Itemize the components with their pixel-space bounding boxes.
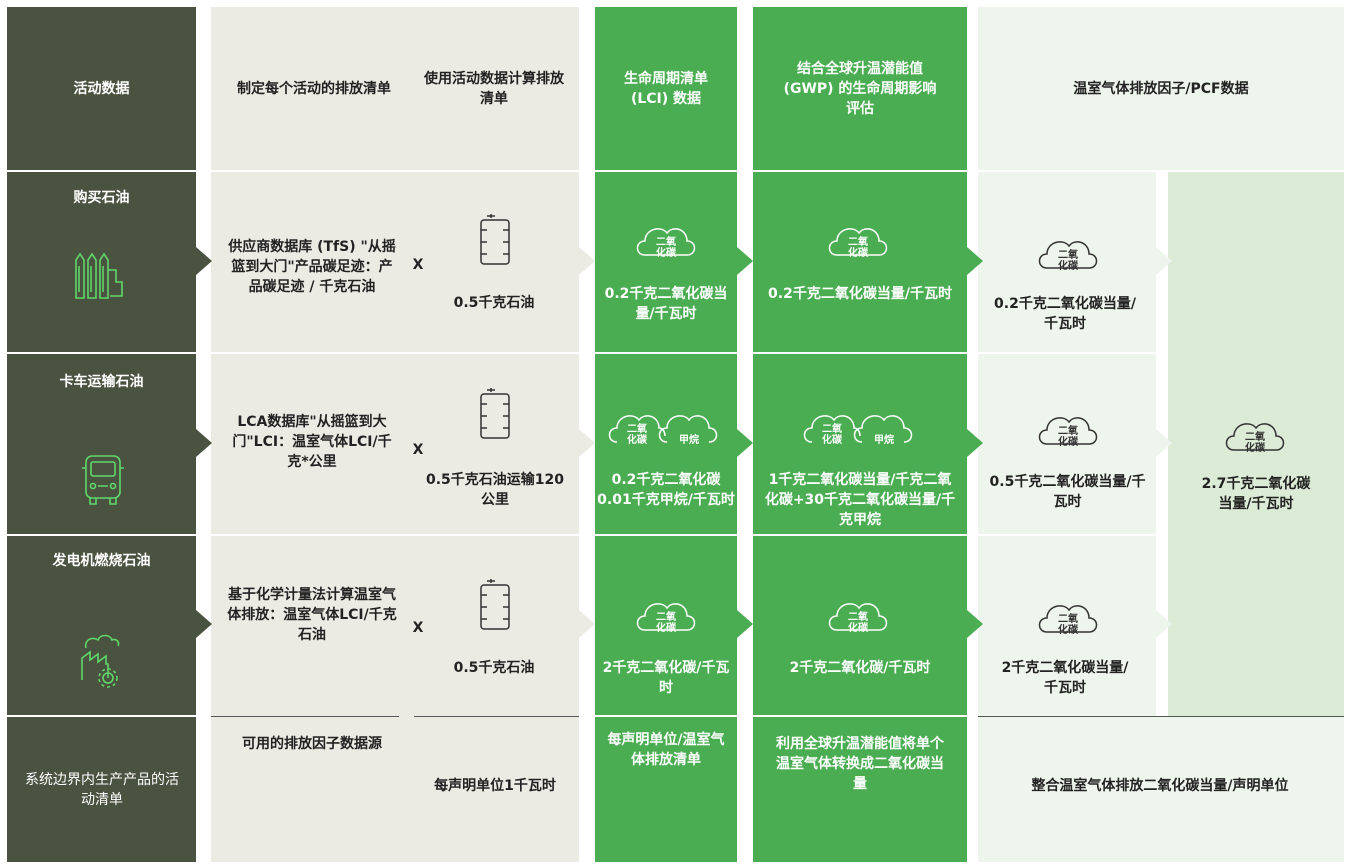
- pcf-total-panel: [1168, 172, 1344, 717]
- row1-multiply: X: [412, 257, 424, 273]
- cloud-text-b: 化碳: [656, 246, 677, 259]
- row2-factor: 0.5千克二氧化碳当量/千瓦时: [989, 474, 1146, 510]
- footer-gwp: 利用全球升温潜能值将单个温室气体转换成二氧化碳当量: [776, 736, 944, 792]
- header-gwp: 结合全球升温潜能值 (GWP) 的生命周期影响评估: [783, 60, 937, 117]
- row1-activity: 购买石油: [73, 190, 130, 206]
- co2-cloud-icon: 二氧 化碳: [636, 228, 696, 259]
- header-lci: 生命周期清单 (LCI) 数据: [624, 70, 708, 107]
- svg-text:二氧: 二氧: [848, 610, 868, 623]
- svg-text:二氧: 二氧: [1058, 248, 1078, 261]
- header-activity: 活动数据: [73, 80, 130, 97]
- row3-source: 基于化学计量法计算温室气体排放：温室气体LCI/千克石油: [227, 587, 397, 643]
- svg-text:二氧: 二氧: [627, 422, 647, 435]
- row2-source: LCA数据库"从摇篮到大门"LCI：温室气体LCI/千克*公里: [232, 414, 392, 470]
- oil-barrel-icon: [480, 388, 510, 439]
- svg-text:二氧: 二氧: [1245, 430, 1265, 443]
- co2-cloud-icon: 二氧 化碳: [1225, 423, 1285, 454]
- row2-lci: 0.2千克二氧化碳0.01千克甲烷/千瓦时: [597, 472, 735, 508]
- co2-cloud-icon: 二氧 化碳: [1038, 241, 1098, 272]
- oil-barrel-icon: [480, 579, 510, 630]
- co2-cloud-icon: 二氧 化碳: [1038, 605, 1098, 636]
- svg-text:化碳: 化碳: [1058, 623, 1079, 636]
- svg-text:二氧: 二氧: [1058, 612, 1078, 625]
- inventory-column: [211, 7, 579, 862]
- footer-lci: 每声明单位/温室气体排放清单: [607, 732, 725, 768]
- co2-cloud-icon: 二氧 化碳: [828, 228, 888, 259]
- row3-gwp: 2千克二氧化碳/千瓦时: [789, 660, 931, 676]
- row3-activity: 发电机燃烧石油: [52, 553, 151, 569]
- cloud-text-a: 二氧: [656, 235, 676, 248]
- row3-multiply: X: [412, 620, 424, 636]
- svg-text:二氧: 二氧: [656, 610, 676, 623]
- svg-text:化碳: 化碳: [1245, 441, 1266, 454]
- footer-calc: 每声明单位1千瓦时: [434, 778, 556, 794]
- co2-cloud-icon: 二氧 化碳: [828, 603, 888, 634]
- truck-icon: [82, 455, 124, 505]
- generator-icon: [81, 634, 120, 688]
- svg-text:二氧: 二氧: [848, 235, 868, 248]
- row1-amount: 0.5千克石油: [453, 295, 535, 311]
- svg-text:甲烷: 甲烷: [874, 433, 894, 446]
- svg-text:化碳: 化碳: [1058, 435, 1079, 448]
- svg-text:化碳: 化碳: [822, 433, 843, 446]
- row2-multiply: X: [412, 442, 424, 458]
- svg-text:化碳: 化碳: [656, 621, 677, 634]
- footer-factor: 整合温室气体排放二氧化碳当量/声明单位: [1031, 778, 1289, 794]
- row1-lci: 0.2千克二氧化碳当量/千瓦时: [604, 286, 728, 322]
- footer-inventory: 可用的排放因子数据源: [242, 736, 382, 752]
- footer-activity: 系统边界内生产产品的活动清单: [25, 772, 179, 808]
- row2-gwp: 1千克二氧化碳当量/千克二氧化碳+30千克二氧化碳当量/千克甲烷: [764, 472, 956, 528]
- svg-text:甲烷: 甲烷: [679, 433, 699, 446]
- row3-lci: 2千克二氧化碳/千瓦时: [602, 660, 730, 696]
- lci-column: [595, 7, 737, 862]
- co2-ch4-clouds-icon: 二氧 化碳 甲烷: [608, 415, 718, 446]
- row1-gwp: 0.2千克二氧化碳当量/千瓦时: [768, 286, 952, 302]
- row2-amount: 0.5千克石油运输120公里: [425, 472, 565, 508]
- header-factor: 温室气体排放因子/PCF数据: [1073, 80, 1249, 97]
- pcf-total: 2.7千克二氧化碳当量/千瓦时: [1201, 476, 1311, 512]
- row2-activity: 卡车运输石油: [59, 374, 144, 390]
- oil-barrel-icon: [480, 214, 510, 265]
- row1-source: 供应商数据库 (TfS) "从摇篮到大门"产品碳足迹：产品碳足迹 / 千克石油: [228, 239, 396, 295]
- header-calc: 使用活动数据计算排放清单: [424, 70, 564, 107]
- svg-text:化碳: 化碳: [848, 246, 869, 259]
- row1-factor: 0.2千克二氧化碳当量/千瓦时: [994, 296, 1136, 332]
- svg-text:二氧: 二氧: [1058, 424, 1078, 437]
- svg-text:化碳: 化碳: [627, 433, 648, 446]
- row3-factor: 2千克二氧化碳当量/千瓦时: [1001, 660, 1129, 696]
- activity-column: [7, 7, 196, 862]
- header-inventory: 制定每个活动的排放清单: [237, 80, 391, 97]
- co2-cloud-icon: 二氧 化碳: [636, 603, 696, 634]
- svg-text:化碳: 化碳: [1058, 259, 1079, 272]
- svg-text:二氧: 二氧: [822, 422, 842, 435]
- co2-cloud-icon: 二氧 化碳: [1038, 417, 1098, 448]
- row3-amount: 0.5千克石油: [453, 660, 535, 676]
- oil-tanks-icon: [75, 252, 123, 299]
- co2-ch4-clouds-icon: 二氧 化碳 甲烷: [803, 415, 913, 446]
- svg-text:化碳: 化碳: [848, 621, 869, 634]
